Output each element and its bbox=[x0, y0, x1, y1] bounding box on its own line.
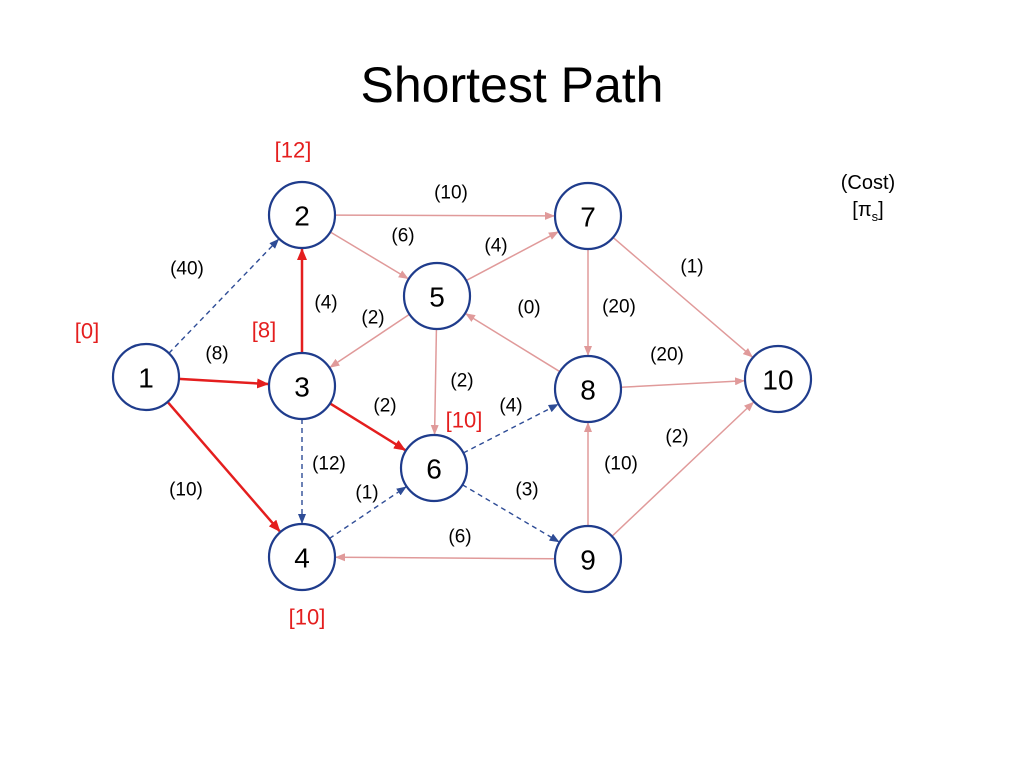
node-distance-label-2: [12] bbox=[275, 138, 312, 163]
edge-cost-label-7-8: (20) bbox=[602, 297, 636, 318]
node-8: 8 bbox=[553, 354, 623, 424]
node-2: 2 bbox=[267, 180, 337, 250]
node-9: 9 bbox=[553, 524, 623, 594]
node-circle-7 bbox=[553, 181, 623, 251]
node-circle-1 bbox=[111, 342, 181, 412]
edge-cost-label-3-4: (12) bbox=[312, 454, 346, 475]
legend-distance-base: [π bbox=[852, 199, 872, 221]
edge-cost-label-3-2: (4) bbox=[314, 293, 337, 314]
node-label-4: 4 bbox=[294, 543, 310, 574]
node-circle-2 bbox=[267, 180, 337, 250]
node-distance-label-4: [10] bbox=[289, 605, 326, 630]
edge-cost-label-1-4: (10) bbox=[169, 480, 203, 501]
node-label-1: 1 bbox=[138, 363, 154, 394]
edge-cost-label-2-5: (6) bbox=[391, 226, 414, 247]
node-circle-3 bbox=[267, 351, 337, 421]
node-7: 7 bbox=[553, 181, 623, 251]
legend-distance-label: [πs] bbox=[818, 197, 918, 226]
node-circle-5 bbox=[402, 261, 472, 331]
legend-cost-label: (Cost) bbox=[840, 172, 896, 194]
node-6: 6 bbox=[399, 433, 469, 503]
edge-cost-label-1-2: (40) bbox=[170, 259, 204, 280]
edge-2-to-5 bbox=[329, 231, 409, 280]
edge-cost-label-5-3: (2) bbox=[361, 308, 384, 329]
node-label-3: 3 bbox=[294, 372, 310, 403]
node-5: 5 bbox=[402, 261, 472, 331]
edge-9-to-10 bbox=[611, 401, 755, 537]
edge-2-to-7 bbox=[334, 211, 556, 220]
edge-5-to-3 bbox=[329, 313, 410, 368]
edge-cost-label-8-10: (20) bbox=[650, 345, 684, 366]
legend-distance-end: ] bbox=[878, 199, 884, 221]
node-10: 10 bbox=[743, 344, 813, 414]
edge-cost-label-2-7: (10) bbox=[434, 183, 468, 204]
node-circle-8 bbox=[553, 354, 623, 424]
node-label-10: 10 bbox=[762, 365, 793, 396]
edge-cost-label-8-5: (0) bbox=[517, 298, 540, 319]
edge-5-to-7 bbox=[465, 231, 559, 282]
edge-cost-label-9-10: (2) bbox=[665, 427, 688, 448]
edge-cost-label-3-6: (2) bbox=[373, 396, 396, 417]
legend-distance-sub: s bbox=[871, 209, 879, 224]
node-distance-label-6: [10] bbox=[446, 408, 483, 433]
edge-8-to-5 bbox=[465, 313, 561, 373]
node-distance-label-1: [0] bbox=[75, 319, 99, 344]
edge-5-to-6 bbox=[430, 328, 439, 436]
edge-cost-label-9-8: (10) bbox=[604, 454, 638, 475]
edge-1-to-3 bbox=[178, 377, 270, 389]
edge-1-to-4 bbox=[166, 401, 281, 533]
node-3: 3 bbox=[267, 351, 337, 421]
node-label-5: 5 bbox=[429, 282, 445, 313]
node-label-7: 7 bbox=[580, 202, 596, 233]
node-label-2: 2 bbox=[294, 201, 310, 232]
node-circle-4 bbox=[267, 522, 337, 592]
edge-cost-label-7-10: (1) bbox=[680, 257, 703, 278]
edge-9-to-4 bbox=[334, 553, 556, 562]
edge-cost-label-5-6: (2) bbox=[450, 371, 473, 392]
node-circle-10 bbox=[743, 344, 813, 414]
node-1: 1 bbox=[111, 342, 181, 412]
edge-cost-label-6-8: (4) bbox=[499, 396, 522, 417]
page-title: Shortest Path bbox=[360, 57, 664, 113]
legend: (Cost) [πs] bbox=[818, 170, 918, 226]
edge-cost-label-5-7: (4) bbox=[484, 236, 507, 257]
node-label-9: 9 bbox=[580, 545, 596, 576]
edge-7-to-10 bbox=[612, 236, 753, 358]
node-4: 4 bbox=[267, 522, 337, 592]
edge-cost-label-1-3: (8) bbox=[205, 344, 228, 365]
node-circle-6 bbox=[399, 433, 469, 503]
edge-cost-label-4-6: (1) bbox=[355, 483, 378, 504]
edge-8-to-10 bbox=[620, 377, 746, 389]
node-label-8: 8 bbox=[580, 375, 596, 406]
edge-cost-label-9-4: (6) bbox=[448, 527, 471, 548]
edge-4-to-6 bbox=[328, 486, 407, 540]
edge-cost-label-6-9: (3) bbox=[515, 480, 538, 501]
node-label-6: 6 bbox=[426, 454, 442, 485]
edge-3-to-6 bbox=[329, 402, 406, 452]
node-distance-label-3: [8] bbox=[252, 318, 276, 343]
edge-6-to-9 bbox=[462, 484, 560, 543]
node-circle-9 bbox=[553, 524, 623, 594]
